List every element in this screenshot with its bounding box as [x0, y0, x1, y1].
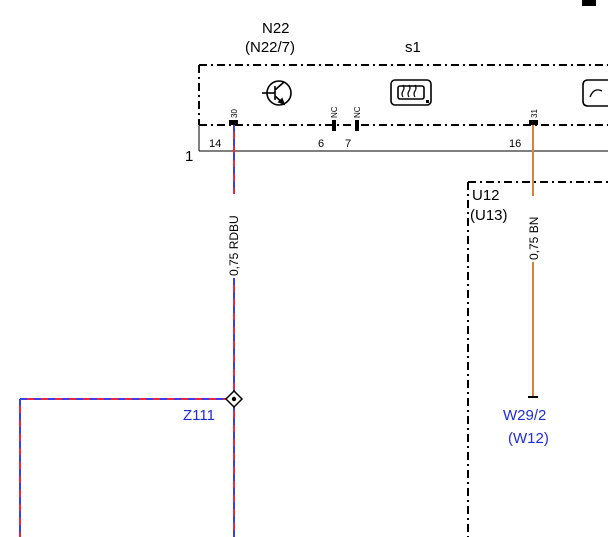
pin-31-label: 31	[530, 109, 539, 118]
component-n22-enclosure	[198, 64, 608, 126]
connector-1-strip	[198, 125, 608, 152]
pin-markers	[229, 120, 538, 131]
corner-marker	[582, 0, 596, 6]
component-alt-ref: (N22/7)	[245, 39, 295, 56]
splice-ref[interactable]: Z111	[183, 407, 215, 424]
splice-icon[interactable]	[224, 389, 244, 409]
rear-defroster-icon	[390, 79, 432, 106]
ground-alt-ref: (W12)	[508, 430, 549, 447]
switch-ref: s1	[405, 39, 421, 56]
pin-6-nc-label: NC	[330, 106, 339, 118]
pin-16-number: 16	[509, 138, 521, 150]
pin-14-number: 14	[209, 138, 221, 150]
pin-7-number: 7	[345, 138, 351, 150]
pin-6-number: 6	[318, 138, 324, 150]
component-ref[interactable]: N22	[262, 20, 290, 37]
pin-30-label: 30	[230, 109, 239, 118]
sub-component-alt-ref: (U13)	[470, 207, 508, 224]
ground-ref[interactable]: W29/2	[503, 407, 546, 424]
wire-rdbu-label: 0,75 RDBU	[227, 215, 241, 276]
connector-number: 1	[185, 148, 193, 165]
transistor-icon	[262, 80, 292, 106]
sub-component-ref[interactable]: U12	[472, 187, 500, 204]
wire-rdbu[interactable]	[19, 125, 235, 537]
pin-7-nc-label: NC	[353, 106, 362, 118]
partial-symbol-icon	[582, 79, 608, 107]
component-u12-enclosure	[467, 181, 608, 537]
wire-bn-label: 0,75 BN	[527, 217, 541, 260]
